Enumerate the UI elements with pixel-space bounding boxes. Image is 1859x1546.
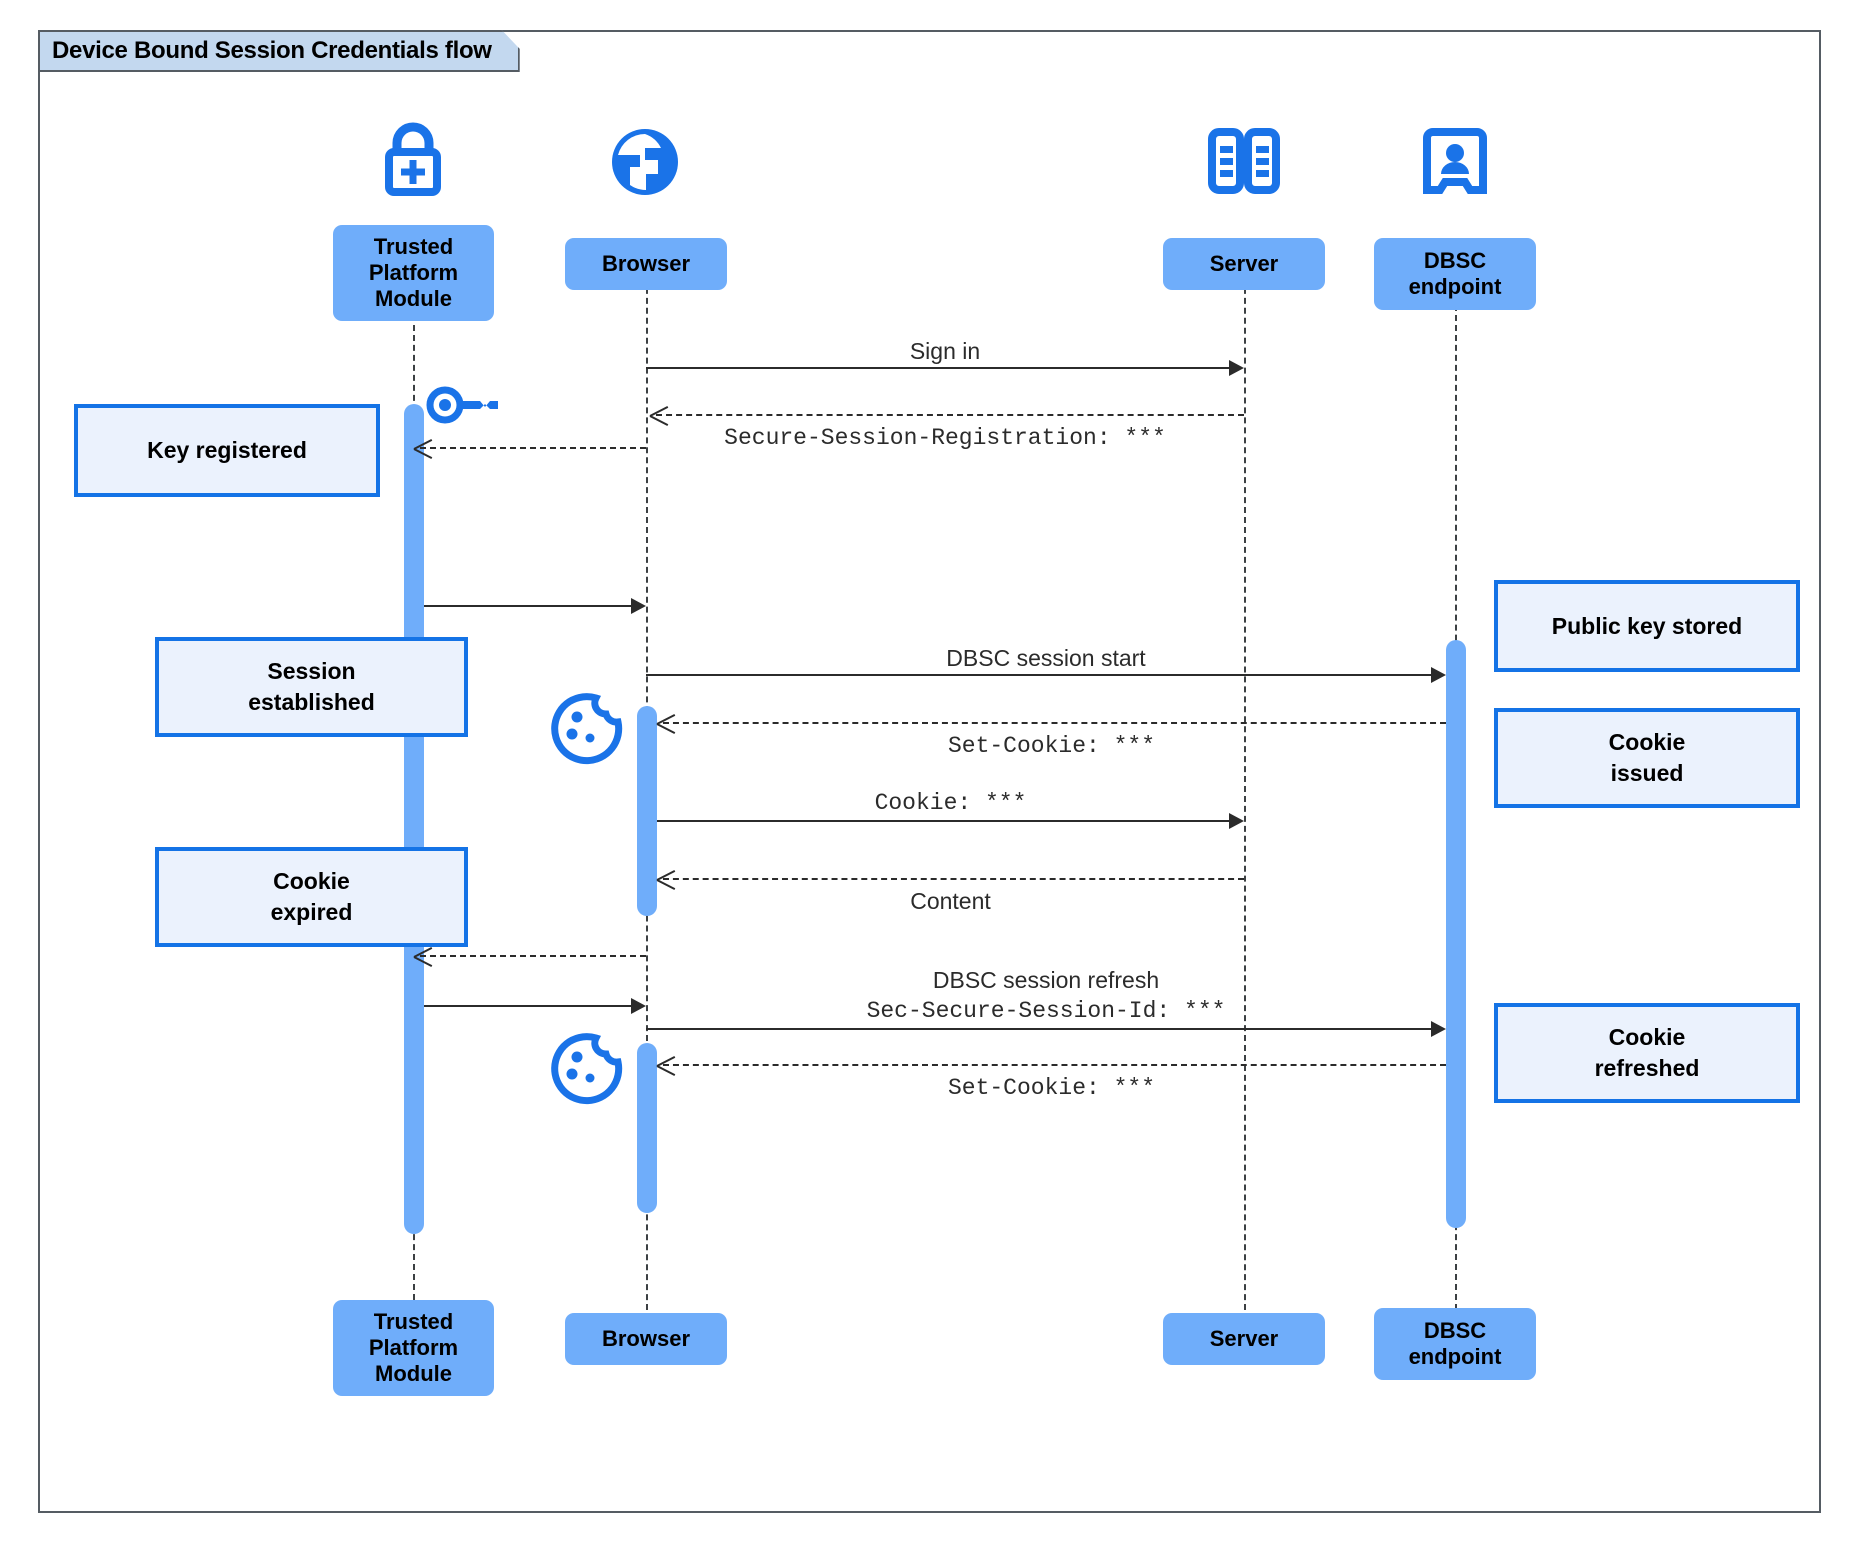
- message-line-dbsc-session-start: [646, 674, 1431, 676]
- message-label-cookie: Cookie: ***: [874, 790, 1027, 816]
- note-text: Session established: [248, 658, 375, 715]
- arrowhead-sign-in: [1229, 360, 1244, 376]
- note-text: Cookie refreshed: [1594, 1024, 1700, 1081]
- participant-browser-bottom[interactable]: Browser: [565, 1313, 727, 1365]
- message-line-dbsc-session-refresh: [646, 1028, 1431, 1030]
- participant-server-top[interactable]: Server: [1163, 238, 1325, 290]
- message-label-set-cookie-1: Set-Cookie: ***: [947, 733, 1156, 759]
- participant-label: DBSC endpoint: [1408, 248, 1502, 299]
- arrowhead-dbsc-session-refresh: [1431, 1021, 1446, 1037]
- arrowhead-dbsc-session-start: [1431, 667, 1446, 683]
- participant-label: Server: [1209, 251, 1279, 276]
- participant-dbsc-bottom[interactable]: DBSC endpoint: [1374, 1308, 1536, 1380]
- arrowhead-cookie: [1229, 813, 1244, 829]
- note-cookie-expired: Cookie expired: [155, 847, 468, 947]
- message-label-dbsc-session-refresh: DBSC session refresh: [932, 967, 1160, 993]
- arrowhead-set-cookie-2: [657, 1056, 675, 1074]
- note-public-key-stored: Public key stored: [1494, 580, 1800, 672]
- note-text: Cookie expired: [270, 868, 353, 925]
- activation-browser-2: [637, 1043, 657, 1213]
- participant-label: DBSC endpoint: [1408, 1318, 1502, 1369]
- cookie-icon: [548, 1030, 624, 1106]
- arrowhead-browser-to-tpm-refresh: [414, 947, 432, 965]
- message-label-set-cookie-2: Set-Cookie: ***: [947, 1075, 1156, 1101]
- message-line-tpm-to-browser-refresh: [424, 1005, 631, 1007]
- globe-icon: [603, 124, 687, 200]
- arrowhead-set-cookie-1: [657, 714, 675, 732]
- participant-tpm-bottom[interactable]: Trusted Platform Module: [333, 1300, 494, 1396]
- participant-dbsc-top[interactable]: DBSC endpoint: [1374, 238, 1536, 310]
- participant-server-bottom[interactable]: Server: [1163, 1313, 1325, 1365]
- participant-label: Browser: [601, 251, 691, 276]
- arrowhead-register-key: [414, 439, 432, 457]
- lock-plus-icon: [371, 122, 455, 197]
- participant-label: Browser: [601, 1326, 691, 1351]
- message-label-dbsc-session-start: DBSC session start: [946, 645, 1146, 671]
- participant-tpm-top[interactable]: Trusted Platform Module: [333, 225, 494, 321]
- message-line-browser-to-tpm-refresh: [420, 955, 646, 957]
- note-key-registered: Key registered: [74, 404, 380, 497]
- message-line-set-cookie-1: [663, 722, 1446, 724]
- activation-tpm: [404, 404, 424, 1234]
- id-badge-icon: [1415, 124, 1495, 200]
- message-line-content: [663, 878, 1244, 880]
- note-text: Public key stored: [1551, 612, 1743, 639]
- message-line-register-key: [420, 447, 646, 449]
- note-cookie-issued: Cookie issued: [1494, 708, 1800, 808]
- activation-browser-1: [637, 706, 657, 916]
- participant-label: Trusted Platform Module: [368, 1309, 459, 1386]
- note-session-established: Session established: [155, 637, 468, 737]
- message-label-sign-in: Sign in: [909, 338, 981, 364]
- participant-label: Server: [1209, 1326, 1279, 1351]
- message-label-content: Content: [910, 888, 991, 914]
- arrowhead-secure-session-registration: [650, 406, 668, 424]
- message-line-sign-in: [646, 367, 1229, 369]
- cookie-icon: [548, 690, 624, 766]
- message-label-secure-session-registration: Secure-Session-Registration: ***: [724, 425, 1166, 451]
- diagram-title: Device Bound Session Credentials flow: [38, 30, 520, 72]
- note-cookie-refreshed: Cookie refreshed: [1494, 1003, 1800, 1103]
- lifeline-server: [1244, 258, 1246, 1320]
- server-rack-icon: [1202, 124, 1286, 200]
- arrowhead-content: [657, 870, 675, 888]
- message-label-sec-secure-session-id: Sec-Secure-Session-Id: ***: [866, 998, 1226, 1024]
- activation-dbsc: [1446, 640, 1466, 1228]
- note-text: Key registered: [147, 437, 307, 463]
- participant-label: Trusted Platform Module: [368, 234, 459, 311]
- arrowhead-tpm-to-browser-refresh: [631, 998, 646, 1014]
- arrowhead-tpm-to-browser-key: [631, 598, 646, 614]
- participant-browser-top[interactable]: Browser: [565, 238, 727, 290]
- message-line-tpm-to-browser-key: [424, 605, 631, 607]
- message-line-secure-session-registration: [656, 414, 1244, 416]
- message-line-cookie: [657, 820, 1229, 822]
- message-line-set-cookie-2: [663, 1064, 1446, 1066]
- key-icon: [425, 380, 501, 430]
- note-text: Cookie issued: [1608, 729, 1686, 786]
